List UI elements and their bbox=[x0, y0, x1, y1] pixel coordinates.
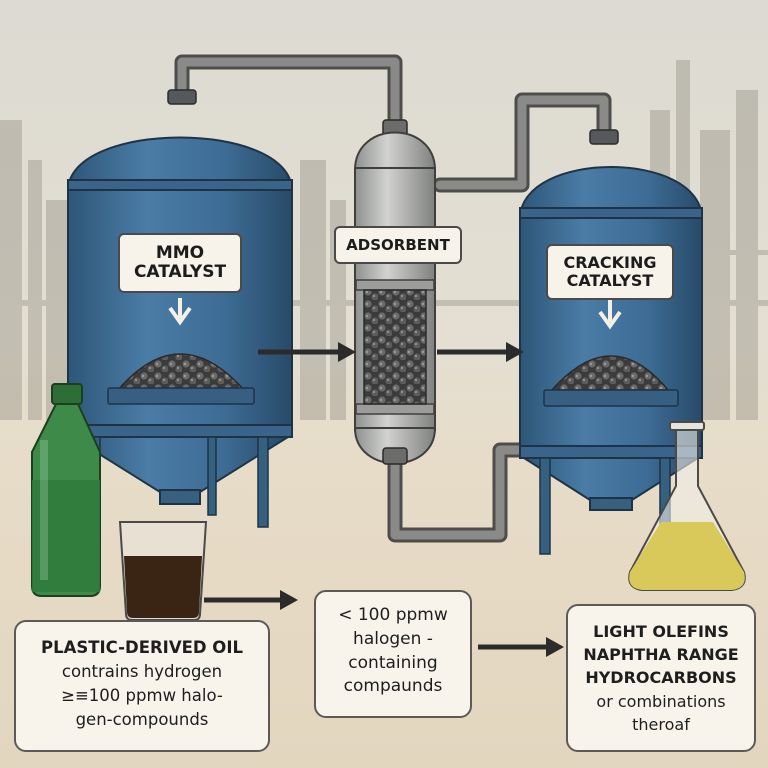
intermediate-line-1: < 100 ppmw bbox=[338, 605, 448, 625]
feed-title: PLASTIC-DERIVED OIL bbox=[41, 638, 243, 657]
feed-line-3: gen-compounds bbox=[75, 709, 209, 729]
cracking-catalyst-label-line1: CRACKING bbox=[563, 253, 657, 273]
down-arrow-icon bbox=[168, 298, 192, 326]
adsorbent-column-vessel bbox=[353, 119, 437, 465]
plastic-bottle bbox=[31, 383, 101, 597]
adsorbent-label: ADSORBENT bbox=[334, 226, 462, 264]
adsorbent-label-text: ADSORBENT bbox=[346, 235, 450, 254]
feed-line-1: contrains hydrogen bbox=[61, 661, 223, 681]
down-arrow-icon bbox=[598, 300, 622, 330]
cracking-catalyst-bed bbox=[550, 355, 670, 391]
intermediate-line-2: halogen - bbox=[353, 628, 433, 649]
oil-beaker bbox=[118, 521, 208, 621]
flow-arrows bbox=[204, 342, 564, 657]
product-line-4: or combinations bbox=[596, 691, 726, 711]
product-description-box: LIGHT OLEFINS NAPHTHA RANGE HYDROCARBONS… bbox=[566, 604, 756, 752]
pipes bbox=[174, 54, 612, 543]
intermediate-description-box: < 100 ppmw halogen - containing compaund… bbox=[314, 590, 472, 718]
mmo-catalyst-label-line1: MMO bbox=[155, 242, 205, 263]
cracking-catalyst-label-line2: CATALYST bbox=[566, 271, 654, 290]
product-line-2: NAPHTHA RANGE bbox=[583, 645, 739, 665]
product-line-1: LIGHT OLEFINS bbox=[593, 622, 729, 641]
feed-description-box: PLASTIC-DERIVED OIL contrains hydrogen ≥… bbox=[14, 620, 270, 752]
product-line-3: HYDROCARBONS bbox=[585, 668, 737, 688]
intermediate-line-3: containing bbox=[348, 652, 438, 673]
product-flask bbox=[628, 421, 746, 591]
adsorbent-bed bbox=[363, 289, 427, 405]
feed-line-2: ≥≡100 ppmw halo- bbox=[61, 685, 223, 705]
mmo-catalyst-bed bbox=[116, 353, 246, 391]
intermediate-line-4: compaunds bbox=[343, 676, 443, 697]
product-line-5: theroaf bbox=[632, 714, 690, 734]
cracking-catalyst-label: CRACKING CATALYST bbox=[546, 244, 674, 300]
mmo-reactor-vessel bbox=[66, 89, 294, 528]
mmo-catalyst-label-line2: CATALYST bbox=[133, 262, 227, 282]
mmo-catalyst-label: MMO CATALYST bbox=[118, 233, 242, 293]
